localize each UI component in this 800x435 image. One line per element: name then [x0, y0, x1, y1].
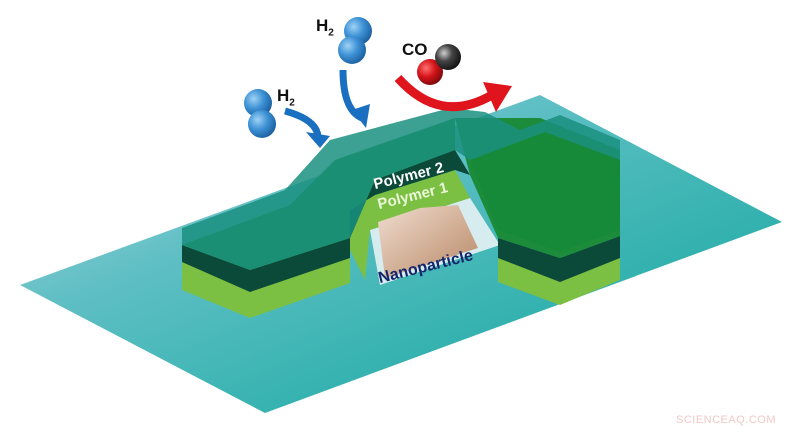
h2-molecule-left: [244, 89, 276, 138]
h2-top-label: H2: [316, 16, 334, 38]
h2-top-main: H: [316, 16, 329, 35]
h2-left-sub: 2: [289, 97, 295, 109]
red-arrow: [394, 74, 512, 112]
h2-molecule-top: [338, 17, 372, 64]
polymer-1-ramp: [350, 170, 470, 280]
right-pad: [470, 132, 620, 252]
watermark: SCIENCEAQ.COM: [675, 414, 776, 426]
h2-left-main: H: [277, 86, 290, 105]
polymer-2-dark-band-left: [182, 238, 350, 292]
co-label: CO: [402, 40, 428, 59]
nanoparticle: [378, 205, 478, 278]
polymer-2-dark-band-right: [498, 236, 620, 282]
co-molecule: [417, 44, 461, 85]
h2-top-sub: 2: [328, 27, 334, 39]
blue-arrow-left: [284, 107, 330, 148]
polymer-2-ramp: [350, 150, 470, 238]
blue-arrow-top: [339, 69, 370, 128]
polymer-2-cover: [182, 108, 620, 270]
h2-left-label: H2: [277, 86, 295, 108]
